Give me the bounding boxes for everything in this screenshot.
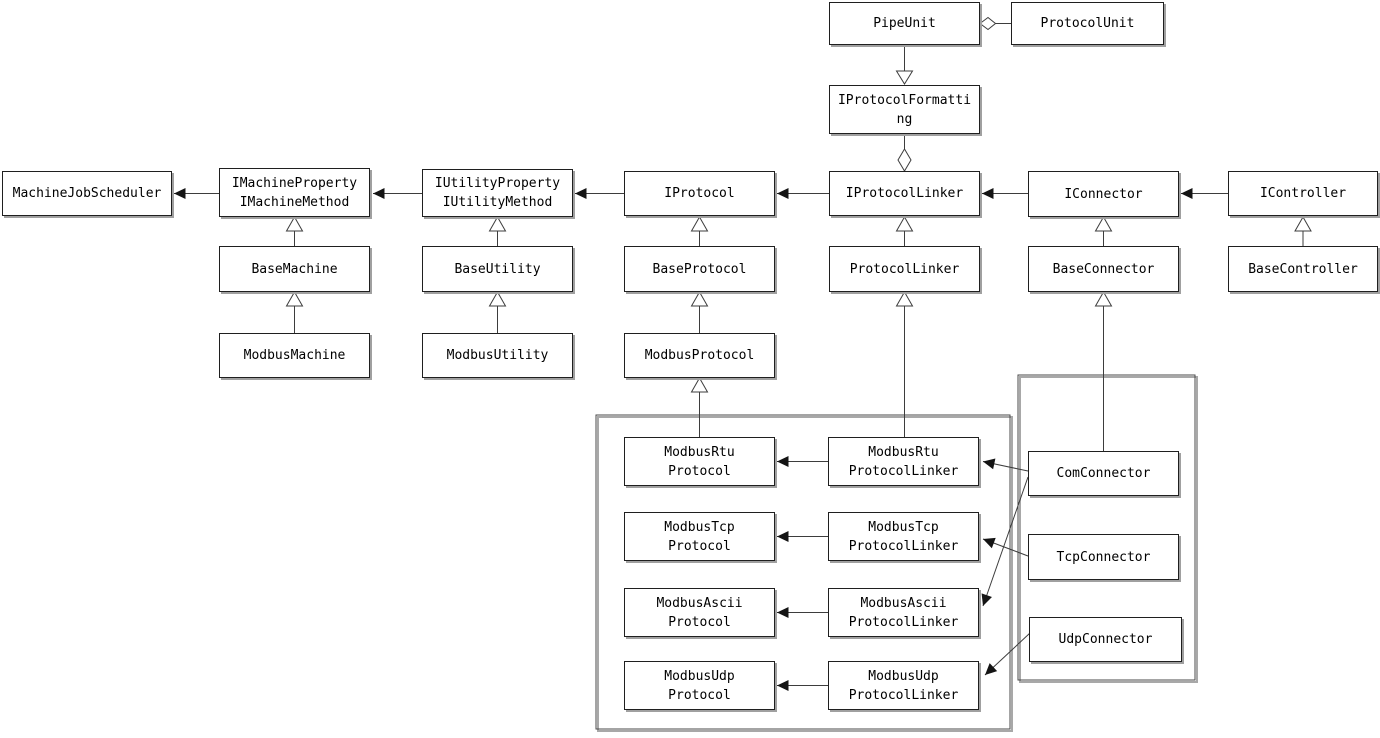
linker-to-protocol-arrows (777, 456, 828, 691)
class-modbus-ascii-protocol: ModbusAscii Protocol (624, 588, 775, 637)
class-iprotocol-linker: IProtocolLinker (829, 171, 980, 216)
class-modbus-protocol: ModbusProtocol (624, 333, 775, 378)
class-modbus-rtu-protocol: ModbusRtu Protocol (624, 437, 775, 486)
connector-group-frame (1017, 374, 1198, 683)
generalization-base-to-interface (285, 215, 1312, 246)
class-iutility-property: IUtilityProperty IUtilityMethod (422, 169, 573, 217)
class-imachine-property: IMachineProperty IMachineMethod (219, 168, 370, 217)
class-modbus-udp-protocol-linker: ModbusUdp ProtocolLinker (828, 661, 979, 710)
class-modbus-machine: ModbusMachine (219, 333, 370, 378)
class-modbus-utility: ModbusUtility (422, 333, 573, 378)
class-udp-connector: UdpConnector (1029, 617, 1182, 662)
class-modbus-rtu-protocol-linker: ModbusRtu ProtocolLinker (828, 437, 979, 486)
class-base-protocol: BaseProtocol (624, 246, 775, 292)
class-base-connector: BaseConnector (1028, 246, 1179, 292)
generalization-rtuprotocol-to-modbusprotocol (690, 376, 709, 437)
class-base-machine: BaseMachine (219, 246, 370, 292)
generalization-comconnector-to-baseconnector (1094, 290, 1113, 451)
class-iprotocol: IProtocol (624, 171, 775, 216)
class-iconnector: IConnector (1028, 171, 1179, 217)
class-machine-job-scheduler: MachineJobScheduler (2, 171, 172, 216)
aggregation-pipeunit-protocolunit (979, 16, 1011, 31)
generalization-pipeunit-iprotocolformatting (895, 45, 914, 85)
aggregation-iprotocollinker-iprotocolformatting (897, 134, 912, 172)
class-base-controller: BaseController (1228, 246, 1378, 292)
class-modbus-ascii-protocol-linker: ModbusAscii ProtocolLinker (828, 588, 979, 637)
connector-to-linker-arrows (981, 458, 1031, 676)
generalization-rtulinker-to-protocollinker (895, 290, 914, 437)
class-tcp-connector: TcpConnector (1028, 534, 1179, 580)
modbus-protocol-group-frame (595, 414, 1013, 732)
class-modbus-tcp-protocol: ModbusTcp Protocol (624, 512, 775, 561)
class-modbus-tcp-protocol-linker: ModbusTcp ProtocolLinker (828, 512, 979, 561)
class-iprotocol-formatting: IProtocolFormatti ng (829, 85, 980, 134)
class-pipe-unit: PipeUnit (829, 2, 980, 45)
class-base-utility: BaseUtility (422, 246, 573, 292)
generalization-modbus-to-base (285, 290, 709, 333)
class-protocol-linker: ProtocolLinker (829, 246, 980, 292)
class-protocol-unit: ProtocolUnit (1011, 2, 1164, 45)
class-com-connector: ComConnector (1028, 451, 1179, 496)
class-modbus-udp-protocol: ModbusUdp Protocol (624, 661, 775, 710)
class-icontroller: IController (1228, 171, 1378, 216)
